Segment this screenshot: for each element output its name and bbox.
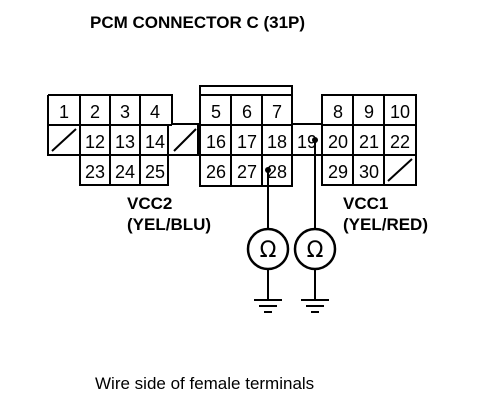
- blank-cavity-slash: [387, 158, 413, 182]
- pin-7: 7: [272, 102, 282, 122]
- connector-left-section: [47, 94, 199, 186]
- ohm-icon: Ω: [260, 238, 277, 263]
- pin-13: 13: [115, 132, 135, 152]
- pin-17: 17: [237, 132, 257, 152]
- pin-2: 2: [90, 102, 100, 122]
- pin-14: 14: [145, 132, 165, 152]
- connector-right-section: [321, 94, 417, 186]
- diagram-caption: Wire side of female terminals: [95, 374, 314, 393]
- pin-9: 9: [364, 102, 374, 122]
- pin-29: 29: [328, 162, 348, 182]
- pin-16: 16: [206, 132, 226, 152]
- pin-18: 18: [267, 132, 287, 152]
- probe-dot: [312, 137, 318, 143]
- ground-icon: [254, 299, 282, 313]
- pin-24: 24: [115, 162, 135, 182]
- pin-25: 25: [145, 162, 165, 182]
- pin-23: 23: [85, 162, 105, 182]
- ohmmeter-2: Ω: [293, 227, 337, 271]
- vcc1-wire-color: (YEL/RED): [343, 215, 428, 234]
- vcc2-wire-color: (YEL/BLU): [127, 215, 211, 234]
- pin-4: 4: [150, 102, 160, 122]
- pin-30: 30: [359, 162, 379, 182]
- ohmmeter-1: Ω: [246, 227, 290, 271]
- pin-12: 12: [85, 132, 105, 152]
- blank-cavity-slash: [173, 128, 197, 152]
- pin-10: 10: [390, 102, 410, 122]
- pin-26: 26: [206, 162, 226, 182]
- pin-1: 1: [59, 102, 69, 122]
- pin-6: 6: [242, 102, 252, 122]
- pin-20: 20: [328, 132, 348, 152]
- ohm-icon: Ω: [307, 238, 324, 263]
- blank-cavity-slash: [51, 128, 77, 152]
- probe-dot: [265, 167, 271, 173]
- pin-28: 28: [267, 162, 287, 182]
- vcc1-label: VCC1: [343, 194, 388, 213]
- pin-8: 8: [333, 102, 343, 122]
- diagram-title: PCM CONNECTOR C (31P): [90, 13, 305, 32]
- pin-numbers: 1 2 3 4 5 6 7 8 9 10 12 13 14 16 17 18 1…: [59, 102, 410, 182]
- pin-19: 19: [297, 132, 317, 152]
- pin-21: 21: [359, 132, 379, 152]
- pin-22: 22: [390, 132, 410, 152]
- vcc2-label: VCC2: [127, 194, 172, 213]
- ground-icon: [301, 299, 329, 313]
- pin-3: 3: [120, 102, 130, 122]
- probe-wires: [267, 140, 316, 300]
- pin-27: 27: [237, 162, 257, 182]
- pin-5: 5: [211, 102, 221, 122]
